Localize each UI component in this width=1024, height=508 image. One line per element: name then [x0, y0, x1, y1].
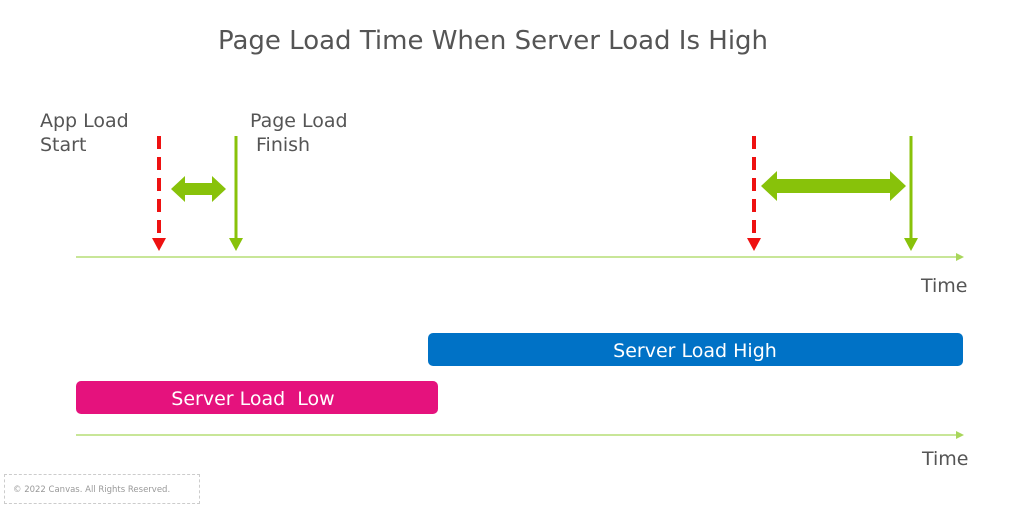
page-load-finish-label-line1: Page Load: [250, 110, 348, 132]
time-axis-top-label: Time: [920, 275, 968, 297]
time-axis-top: [76, 253, 964, 261]
arrowhead-icon: [152, 238, 166, 251]
server-load-low-bar: [76, 381, 438, 414]
finish-marker-high-load: [904, 136, 918, 251]
server-load-low-label: Server Load Low: [171, 388, 334, 410]
diagram-title: Page Load Time When Server Load Is High: [218, 26, 768, 56]
finish-marker-low-load: [229, 136, 243, 251]
time-axis-bottom-label: Time: [921, 448, 969, 470]
server-load-high-bar: [428, 333, 963, 366]
arrowhead-icon: [229, 238, 243, 251]
time-axis-bottom: [76, 431, 964, 439]
duration-arrow-long: [761, 171, 906, 201]
start-marker-high-load: [747, 136, 761, 251]
axis-arrow-icon: [956, 253, 964, 261]
arrowhead-icon: [904, 238, 918, 251]
server-load-high-label: Server Load High: [613, 340, 777, 362]
start-marker-low-load: [152, 136, 166, 251]
arrowhead-icon: [747, 238, 761, 251]
duration-arrow-short: [171, 176, 226, 202]
app-load-start-label-line2: Start: [40, 134, 86, 156]
axis-arrow-icon: [956, 431, 964, 439]
app-load-start-label-line1: App Load: [40, 110, 129, 132]
copyright-notice: © 2022 Canvas. All Rights Reserved.: [4, 474, 200, 504]
page-load-finish-label-line2: Finish: [256, 134, 310, 156]
